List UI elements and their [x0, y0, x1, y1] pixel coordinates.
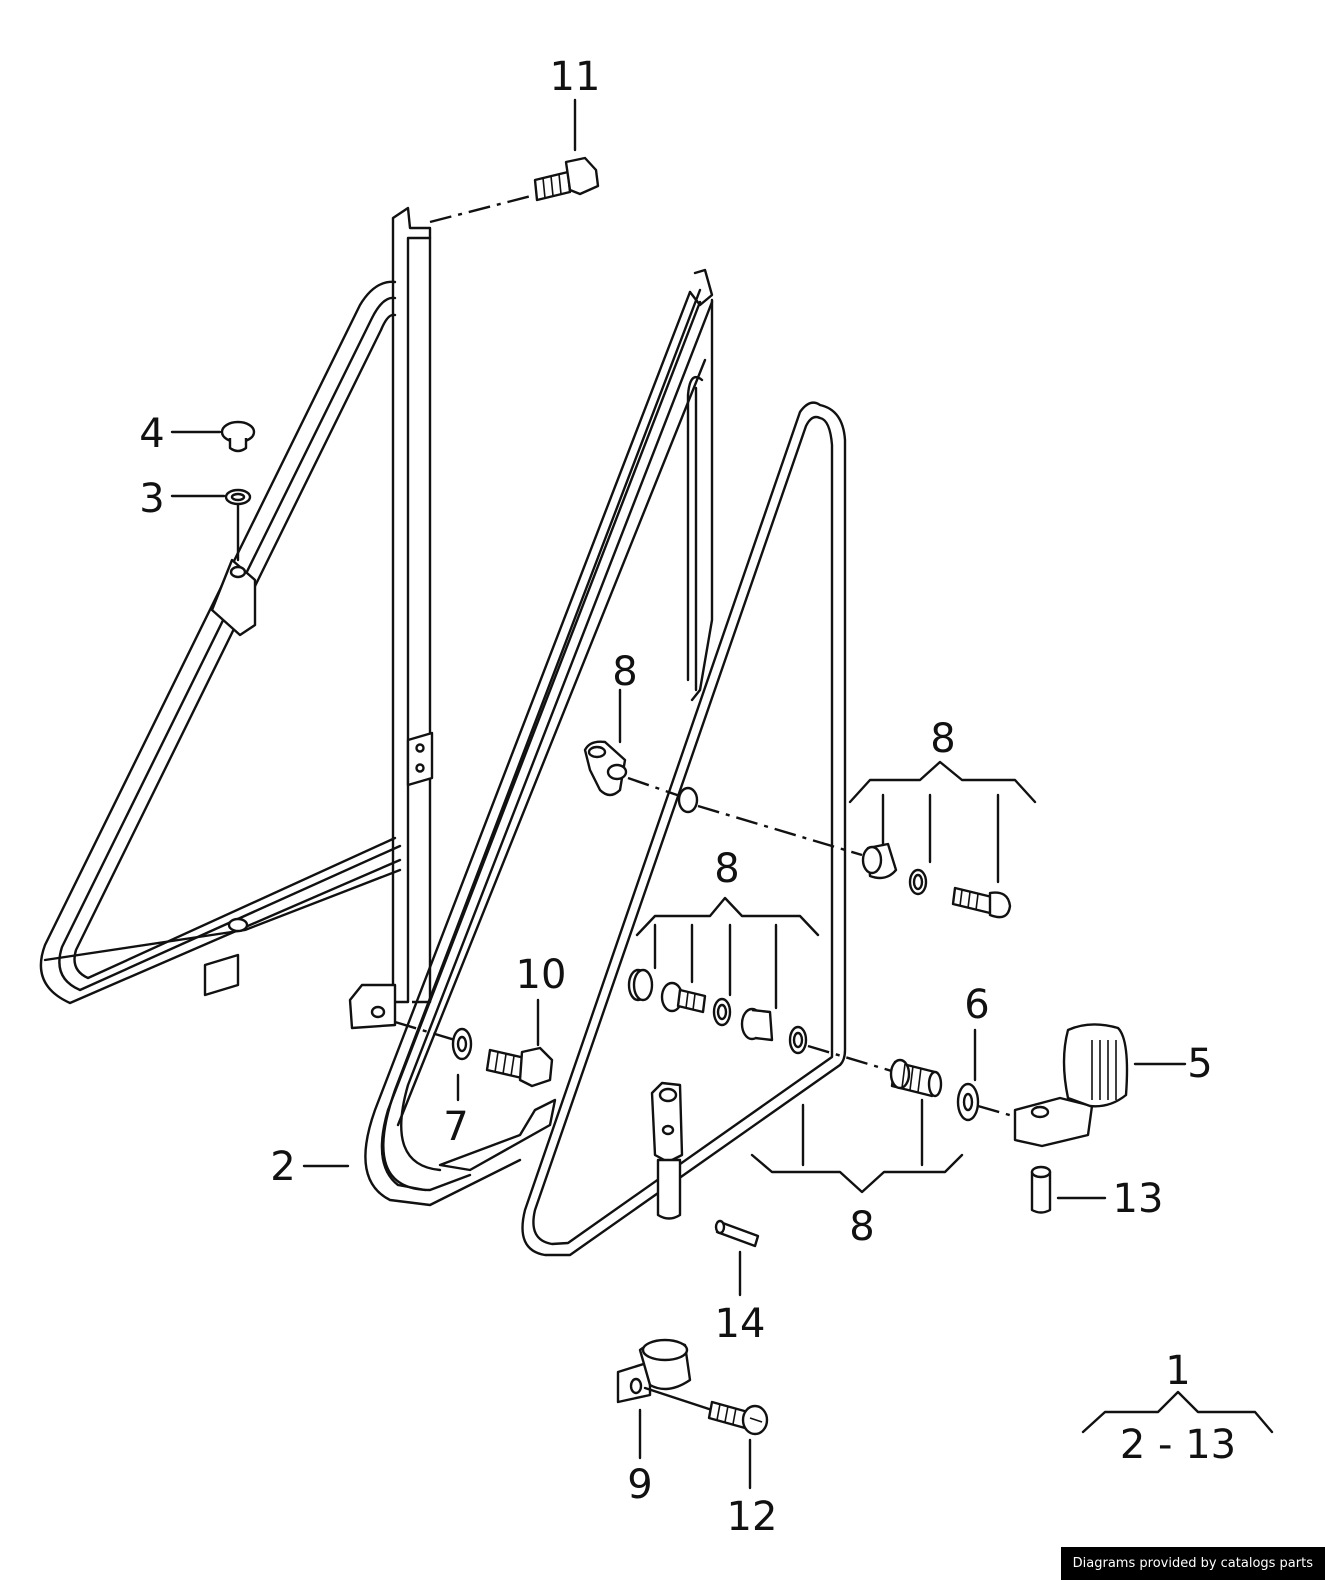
fasteners-8-middle: [627, 968, 896, 1074]
callout-13: 13: [1113, 1176, 1164, 1222]
callout-1: 1: [1165, 1348, 1190, 1394]
cap-4: [220, 420, 256, 453]
callout-2: 2: [270, 1144, 295, 1190]
washer-7: [394, 1020, 473, 1061]
callout-11: 11: [550, 54, 601, 100]
bolt-11: [429, 156, 600, 224]
callout-8-upper-left: 8: [612, 649, 637, 695]
callout-6: 6: [964, 982, 989, 1028]
callout-8-upper-right: 8: [930, 716, 955, 762]
callout-9: 9: [627, 1462, 652, 1508]
window-glass-right: [521, 401, 847, 1257]
window-seal-middle: [382, 268, 714, 1192]
fasteners-8-lower: [889, 1058, 943, 1098]
pin-13: [1030, 1165, 1052, 1214]
callout-14: 14: [715, 1301, 766, 1347]
screw-12: [707, 1400, 769, 1436]
callout-7: 7: [443, 1104, 468, 1150]
window-seal-left-loop: [364, 290, 702, 1207]
washer-6: [956, 1082, 1021, 1122]
credit-banner: Diagrams provided by catalogs parts: [1060, 1547, 1325, 1580]
bolt-10: [485, 1046, 554, 1088]
callout-8-lower: 8: [849, 1204, 874, 1250]
handle-5: [1013, 1023, 1129, 1148]
callout-4: 4: [139, 411, 164, 457]
leader-lines: [170, 98, 1274, 1490]
washer-3: [224, 488, 252, 562]
callout-8-middle: 8: [714, 846, 739, 892]
bracket-8-upper: [583, 740, 681, 798]
callout-range: 2 - 13: [1120, 1422, 1236, 1468]
pin-14: [714, 1219, 760, 1248]
fasteners-8-upper: [677, 786, 1012, 919]
window-frame-left: [39, 206, 434, 1030]
callout-12: 12: [727, 1494, 778, 1540]
pivot-bracket: [650, 1081, 684, 1220]
callout-10: 10: [516, 952, 567, 998]
callout-labels: 11 4 3 8 8 8 10 6 5 7 2 13 8 14 1 2 - 13…: [139, 54, 1236, 1540]
callout-5: 5: [1187, 1041, 1212, 1087]
clamp-9: [616, 1338, 714, 1412]
callout-3: 3: [139, 476, 164, 522]
